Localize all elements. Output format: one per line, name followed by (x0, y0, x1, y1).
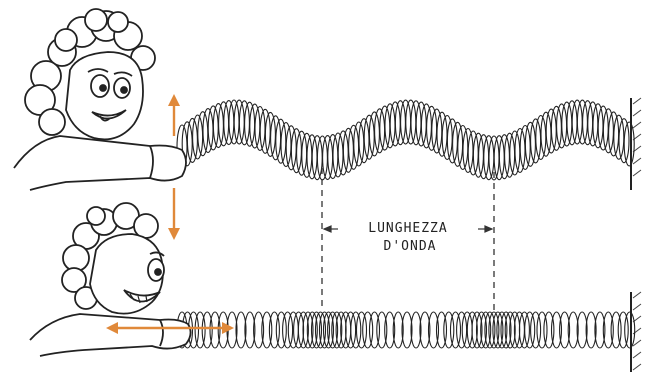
bottom-spring-coil (451, 312, 461, 348)
person-bottom-arm (30, 314, 191, 356)
bottom-spring-coil (531, 312, 541, 348)
person-top (14, 9, 186, 190)
bottom-spring-coil (457, 312, 467, 348)
bottom-spring-coil (625, 312, 635, 348)
bottom-spring-coil (357, 312, 367, 348)
bottom-spring-coil (202, 312, 212, 348)
person-top-arm (14, 136, 186, 190)
bottom-spring-coil (377, 312, 387, 348)
wavelength-label-line2: D'ONDA (384, 239, 437, 254)
longitudinal-spring-wave (177, 312, 635, 348)
bottom-spring-coil (283, 312, 293, 348)
wavelength-label-line1: LUNGHEZZA (368, 221, 447, 236)
bottom-spring-coil (276, 312, 286, 348)
person-bottom (30, 203, 191, 356)
transverse-spring-wave (177, 100, 634, 180)
